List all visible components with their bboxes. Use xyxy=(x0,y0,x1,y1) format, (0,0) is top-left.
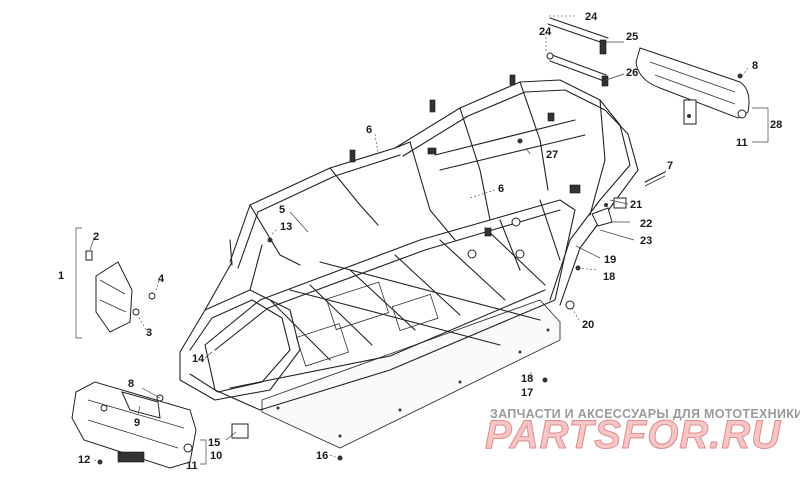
callout-11-front: 11 xyxy=(186,460,198,472)
callout-15: 15 xyxy=(208,437,220,449)
callout-14: 14 xyxy=(192,353,205,365)
callout-7: 7 xyxy=(667,160,673,172)
callout-13: 13 xyxy=(280,221,292,233)
callout-12: 12 xyxy=(78,454,90,466)
callout-17: 17 xyxy=(521,387,533,399)
callout-24-top: 24 xyxy=(585,11,598,23)
main-frame xyxy=(179,74,639,411)
watermark: ЗАПЧАСТИ И АКСЕССУАРЫ ДЛЯ МОТОТЕХНИКИ PA… xyxy=(485,407,800,458)
callout-26: 26 xyxy=(626,67,638,79)
callout-11-rear: 11 xyxy=(736,137,748,149)
callout-23: 23 xyxy=(640,235,652,247)
callout-24-lower: 24 xyxy=(539,26,552,38)
watermark-tagline: ЗАПЧАСТИ И АКСЕССУАРЫ ДЛЯ МОТОТЕХНИКИ xyxy=(490,407,800,421)
side-panel-assembly xyxy=(85,250,156,333)
callout-6-upper: 6 xyxy=(366,124,372,136)
roof-bar-assembly xyxy=(546,17,609,87)
callout-2: 2 xyxy=(93,231,99,243)
callout-8-front: 8 xyxy=(128,378,134,390)
callout-labels: 24 24 25 26 8 28 11 6 27 7 6 21 22 23 5 … xyxy=(58,11,782,472)
callout-27: 27 xyxy=(546,149,558,161)
callout-22: 22 xyxy=(640,218,652,230)
callout-28: 28 xyxy=(770,119,782,131)
front-bumper xyxy=(71,381,249,469)
callout-1: 1 xyxy=(58,270,64,282)
callout-9: 9 xyxy=(134,417,140,429)
callout-6-middle: 6 xyxy=(498,183,504,195)
callout-18-right: 18 xyxy=(603,271,615,283)
skid-plate xyxy=(261,299,561,449)
leader-lines xyxy=(75,15,769,465)
callout-16: 16 xyxy=(316,450,328,462)
callout-3: 3 xyxy=(146,327,152,339)
callout-21: 21 xyxy=(630,199,642,211)
callout-4: 4 xyxy=(158,273,165,285)
callout-10: 10 xyxy=(210,450,222,462)
callout-20: 20 xyxy=(582,319,594,331)
callout-5: 5 xyxy=(279,204,285,216)
callout-8-rear: 8 xyxy=(752,60,758,72)
small-hardware xyxy=(97,73,743,465)
callout-19: 19 xyxy=(604,254,616,266)
callout-18-bottom: 18 xyxy=(521,373,533,385)
rear-bumper xyxy=(635,47,750,125)
callout-25: 25 xyxy=(626,31,638,43)
watermark-brand: PARTSFOR.RU xyxy=(485,413,781,457)
